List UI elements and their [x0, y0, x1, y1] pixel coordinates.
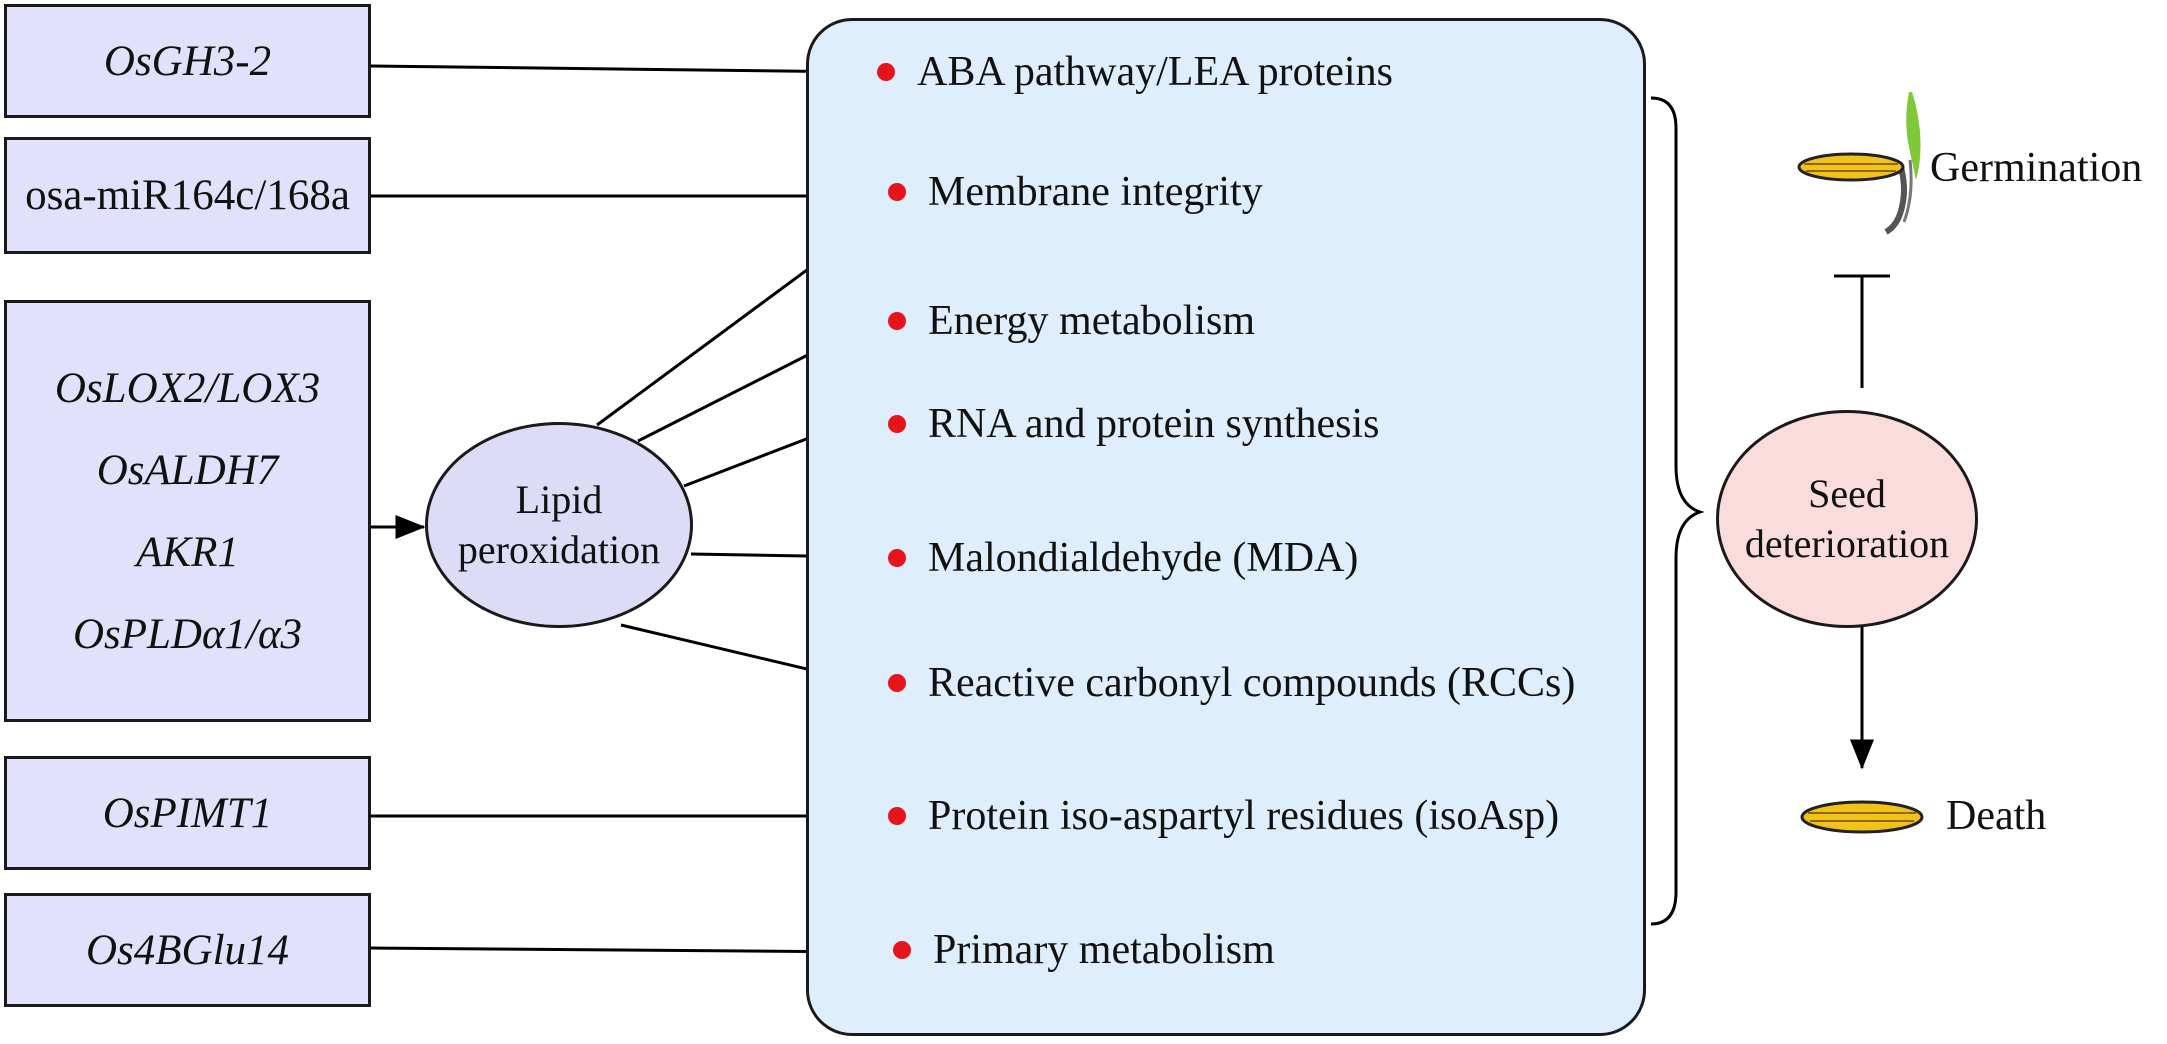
death-label: Death	[1946, 793, 2047, 839]
gene-label: osa-miR164c/168a	[25, 172, 350, 219]
effect-item: Membrane integrity	[888, 166, 1263, 218]
gene-label: OsPLDα1/α3	[72, 610, 303, 658]
effect-label: Protein iso-aspartyl residues (isoAsp)	[928, 793, 1560, 839]
gene-label: AKR1	[136, 528, 239, 576]
bullet-dot	[888, 312, 906, 330]
gene-box-osa-mir164c: osa-miR164c/168a	[4, 137, 371, 254]
lipid-peroxidation-node: Lipid peroxidation	[425, 422, 693, 628]
bullet-dot	[888, 674, 906, 692]
node-label-line: Seed	[1808, 471, 1886, 516]
gene-box-os4bglu14: Os4BGlu14	[4, 893, 371, 1007]
node-label-line: deterioration	[1744, 521, 1950, 566]
dead-seed-icon	[1800, 800, 1924, 834]
bullet-dot	[893, 941, 911, 959]
bullet-dot	[877, 63, 895, 81]
gene-label: OsLOX2/LOX3	[54, 364, 321, 412]
effect-label: Primary metabolism	[933, 927, 1275, 973]
effect-item: Primary metabolism	[893, 924, 1275, 976]
effect-label: ABA pathway/LEA proteins	[917, 49, 1393, 95]
bullet-dot	[888, 183, 906, 201]
node-label-line: peroxidation	[457, 527, 661, 572]
effect-item: Energy metabolism	[888, 295, 1255, 347]
gene-box-lipid-genes: OsLOX2/LOX3 OsALDH7 AKR1 OsPLDα1/α3	[4, 300, 371, 722]
effect-label: Energy metabolism	[928, 298, 1255, 344]
effect-item: ABA pathway/LEA proteins	[877, 46, 1393, 98]
node-label-line: Lipid	[515, 477, 603, 522]
gene-label: OsGH3-2	[103, 37, 272, 85]
right-brace	[1650, 96, 1705, 926]
germination-label: Germination	[1930, 145, 2143, 191]
arrow-bglu-primary	[370, 939, 868, 964]
seed-deterioration-node: Seed deterioration	[1716, 410, 1978, 628]
gene-box-osgh3-2: OsGH3-2	[4, 4, 371, 118]
effect-item: RNA and protein synthesis	[888, 398, 1379, 450]
effect-item: Reactive carbonyl compounds (RCCs)	[888, 657, 1575, 709]
gene-label: OsALDH7	[96, 446, 279, 494]
effects-panel	[806, 18, 1646, 1036]
effect-item: Protein iso-aspartyl residues (isoAsp)	[888, 790, 1559, 842]
effect-label: Malondialdehyde (MDA)	[928, 535, 1359, 581]
effect-label: Membrane integrity	[928, 169, 1263, 215]
effect-item: Malondialdehyde (MDA)	[888, 532, 1358, 584]
gene-box-ospimt1: OsPIMT1	[4, 756, 371, 870]
gene-label: Os4BGlu14	[85, 926, 290, 974]
germinating-seed-icon	[1797, 92, 1921, 235]
bullet-dot	[888, 415, 906, 433]
inhibit-membrane-line	[596, 248, 835, 427]
effect-label: RNA and protein synthesis	[928, 401, 1380, 447]
arrow-gh3-aba	[370, 59, 868, 84]
bullet-dot	[888, 807, 906, 825]
effect-label: Reactive carbonyl compounds (RCCs)	[928, 660, 1576, 706]
gene-label: OsPIMT1	[102, 789, 273, 837]
bullet-dot	[888, 549, 906, 567]
